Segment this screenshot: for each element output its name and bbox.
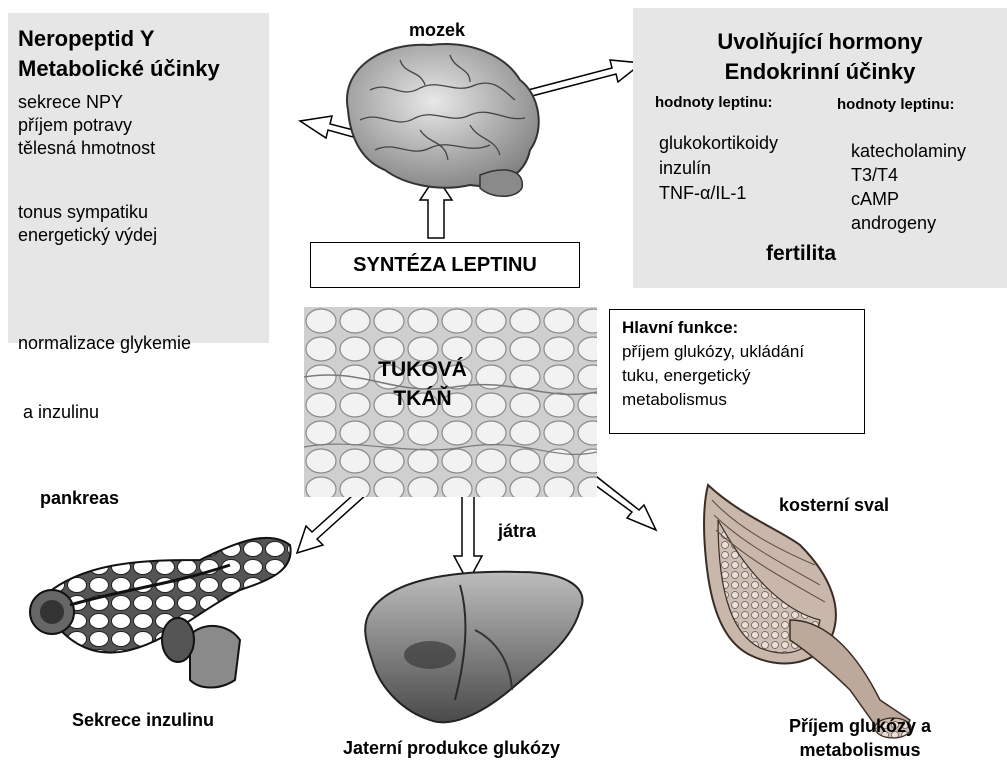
npy-title-line2: Metabolické účinky bbox=[18, 55, 220, 83]
npy-normalization-line1: normalizace glykemie bbox=[18, 332, 191, 355]
npy-decrease-list: sekrece NPY příjem potravy tělesná hmotn… bbox=[18, 91, 155, 160]
muscle-caption: Příjem glukózy a metabolismus bbox=[760, 714, 960, 762]
leptin-right-item: T3/T4 bbox=[851, 163, 966, 187]
muscle-label: kosterní sval bbox=[779, 495, 889, 516]
npy-decrease-item: tělesná hmotnost bbox=[18, 137, 155, 160]
leptin-left-item: glukokortikoidy bbox=[659, 131, 778, 156]
npy-normalization-line2: a inzulinu bbox=[18, 401, 191, 424]
leptin-left-item: TNF-α/IL-1 bbox=[659, 181, 778, 206]
leptin-left-item: inzulín bbox=[659, 156, 778, 181]
npy-decrease-item: příjem potravy bbox=[18, 114, 155, 137]
leptin-synthesis-label: SYNTÉZA LEPTINU bbox=[353, 254, 537, 277]
hormone-title-line1: Uvolňující hormony bbox=[633, 28, 1007, 56]
main-function-line: příjem glukózy, ukládání bbox=[622, 340, 864, 364]
brain-label: mozek bbox=[409, 20, 465, 41]
leptin-right-item: cAMP bbox=[851, 187, 966, 211]
main-function-box: Hlavní funkce: příjem glukózy, ukládání … bbox=[609, 309, 865, 434]
muscle-caption-line1: Příjem glukózy a bbox=[760, 714, 960, 738]
fertility-label: fertilita bbox=[766, 242, 836, 266]
leptin-synthesis-box: SYNTÉZA LEPTINU bbox=[310, 242, 580, 288]
npy-title-line1: Neropeptid Y bbox=[18, 25, 155, 53]
main-function-title: Hlavní funkce: bbox=[622, 318, 864, 338]
liver-label: játra bbox=[498, 521, 536, 542]
adipose-label-line1: TUKOVÁ bbox=[360, 355, 485, 384]
adipose-label: TUKOVÁ TKÁŇ bbox=[360, 355, 485, 413]
main-function-line: tuku, energetický bbox=[622, 364, 864, 388]
npy-increase-list: tonus sympatiku energetický výdej bbox=[18, 201, 157, 247]
leptin-header-left: hodnoty leptinu: bbox=[655, 94, 772, 111]
pancreas-caption: Sekrece inzulinu bbox=[72, 710, 214, 731]
leptin-right-list: katecholaminy T3/T4 cAMP androgeny bbox=[851, 139, 966, 235]
npy-decrease-item: sekrece NPY bbox=[18, 91, 155, 114]
hormone-title-line2: Endokrinní účinky bbox=[633, 58, 1007, 86]
main-function-lines: příjem glukózy, ukládání tuku, energetic… bbox=[622, 340, 864, 412]
leptin-right-item: katecholaminy bbox=[851, 139, 966, 163]
muscle-caption-line2: metabolismus bbox=[760, 738, 960, 762]
pancreas-label: pankreas bbox=[40, 488, 119, 509]
liver-caption: Jaterní produkce glukózy bbox=[343, 738, 560, 759]
npy-normalization: normalizace glykemie a inzulinu bbox=[18, 286, 191, 447]
main-function-line: metabolismus bbox=[622, 388, 864, 412]
adipose-label-line2: TKÁŇ bbox=[360, 384, 485, 413]
npy-increase-item: tonus sympatiku bbox=[18, 201, 157, 224]
npy-increase-item: energetický výdej bbox=[18, 224, 157, 247]
leptin-right-item: androgeny bbox=[851, 211, 966, 235]
leptin-left-list: glukokortikoidy inzulín TNF-α/IL-1 bbox=[659, 131, 778, 206]
leptin-header-right: hodnoty leptinu: bbox=[837, 96, 954, 113]
